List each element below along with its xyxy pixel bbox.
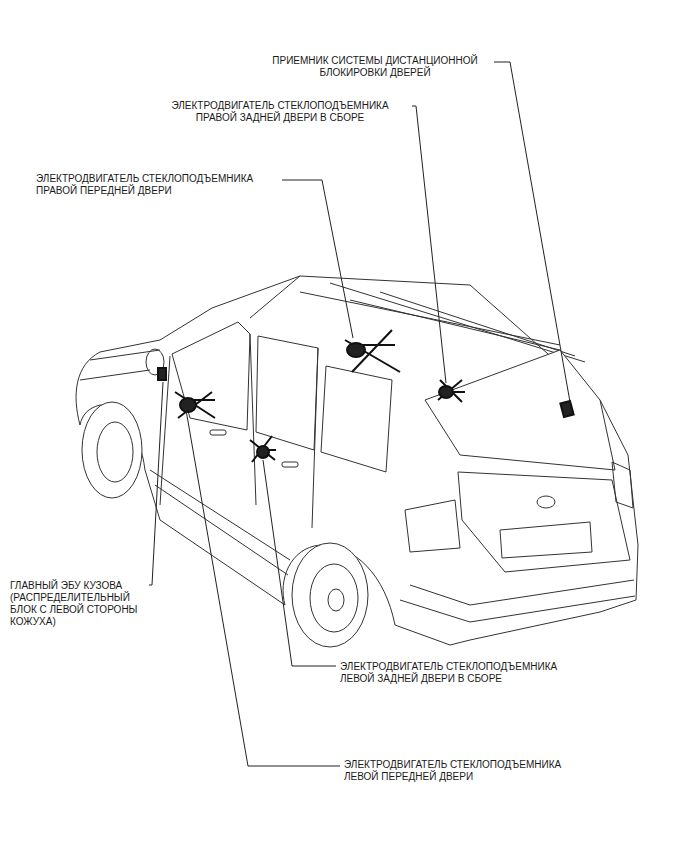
part-label: ЭЛЕКТРОДВИГАТЕЛЬ СТЕКЛОПОДЪЕМНИКА ЛЕВОЙ … (340, 661, 590, 685)
part-label: ЭЛЕКТРОДВИГАТЕЛЬ СТЕКЛОПОДЪЕМНИКА ПРАВОЙ… (150, 100, 410, 124)
part-label: ЭЛЕКТРОДВИГАТЕЛЬ СТЕКЛОПОДЪЕМНИКА ПРАВОЙ… (36, 173, 280, 197)
part-label: ПРИЕМНИК СИСТЕМЫ ДИСТАНЦИОННОЙ БЛОКИРОВК… (258, 55, 492, 79)
part-label: ГЛАВНЫЙ ЭБУ КУЗОВА (РАСПРЕДЕЛИТЕЛЬНЫЙ БЛ… (10, 580, 146, 628)
part-label: ЭЛЕКТРОДВИГАТЕЛЬ СТЕКЛОПОДЪЕМНИКА ЛЕВОЙ … (344, 759, 594, 783)
